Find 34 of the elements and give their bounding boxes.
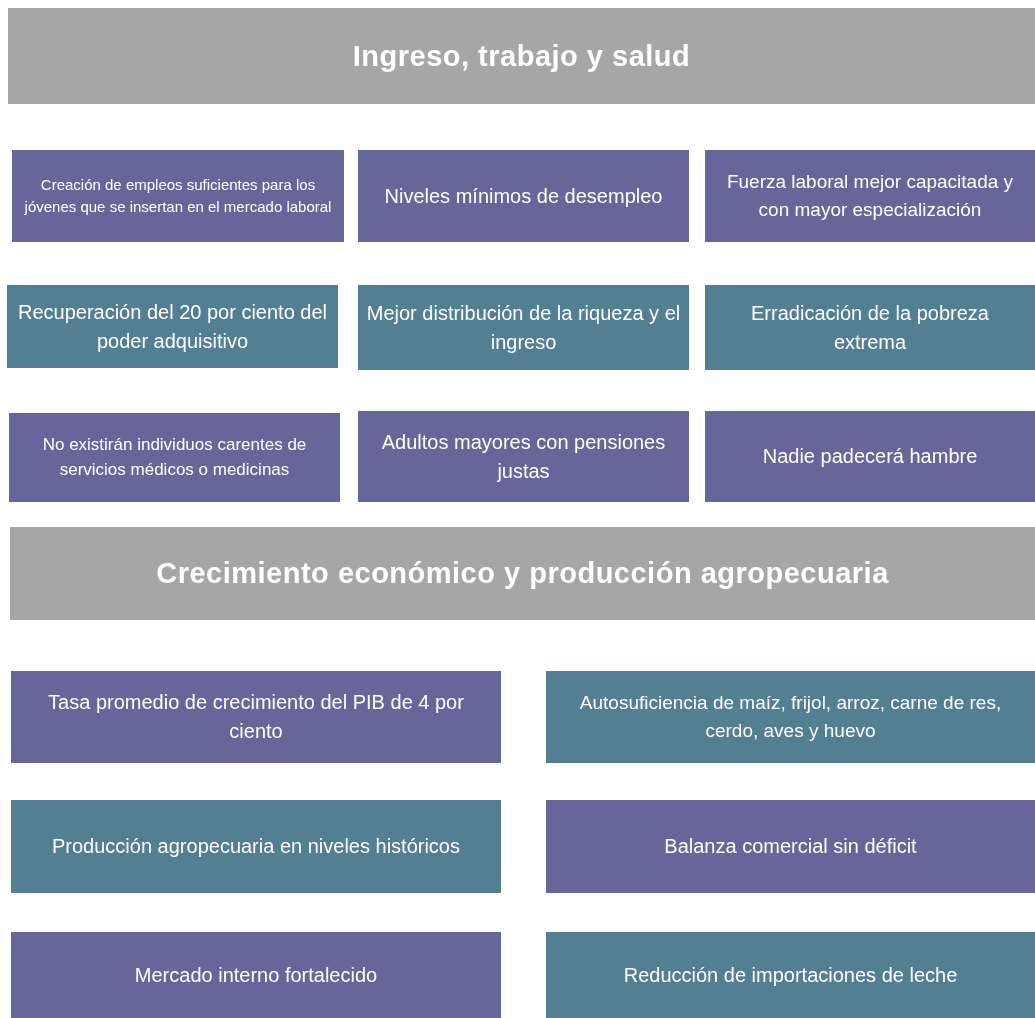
goal-box <box>12 150 344 242</box>
goal-box <box>358 411 689 502</box>
goal-text: Creación de empleos suficientes para los jóvenes que se insertan en el mercado laboral <box>23 175 333 217</box>
goal-text: Reducción de importaciones de leche <box>623 962 958 988</box>
goal-text: Mejor distribución de la riqueza y el ingreso <box>366 300 681 355</box>
goal-box <box>9 413 340 502</box>
section-banner <box>10 527 1035 620</box>
goal-text: Mercado interno fortalecido <box>134 962 378 988</box>
goal-box <box>11 932 501 1018</box>
goal-text: Niveles mínimos de desempleo <box>384 183 663 209</box>
goal-box <box>11 800 501 893</box>
goal-text: Erradicación de la pobreza extrema <box>750 300 990 355</box>
section-heading: Crecimiento económico y producción agropecuaria <box>156 556 889 592</box>
goal-box <box>7 285 338 368</box>
goal-box <box>546 671 1035 763</box>
goal-text: Producción agropecuaria en niveles históricos <box>52 834 460 859</box>
goal-text: Adultos mayores con pensiones justas <box>380 429 667 484</box>
goal-text: Nadie padecerá hambre <box>762 444 978 469</box>
goal-text: Recuperación del 20 por ciento del poder adquisitivo <box>16 299 329 354</box>
goal-text: Fuerza laboral mejor capacitada y con mayor especialización <box>725 170 1015 222</box>
goal-box <box>358 150 689 242</box>
goal-text: Autosuficiencia de maíz, frijol, arroz, carne de res, cerdo, aves y huevo <box>578 691 1003 743</box>
goal-box <box>546 932 1035 1018</box>
goal-box <box>705 411 1035 502</box>
section-banner <box>8 8 1035 104</box>
goal-box <box>546 800 1035 893</box>
goal-box <box>705 285 1035 370</box>
goal-text: Tasa promedio de crecimiento del PIB de 4 por ciento <box>47 690 465 744</box>
goal-box <box>705 150 1035 242</box>
goal-text: Balanza comercial sin déficit <box>664 834 917 859</box>
goal-box <box>11 671 501 763</box>
goal-box <box>358 285 689 370</box>
goal-text: No existirán individuos carentes de servicios médicos o medicinas <box>41 433 308 481</box>
section-heading: Ingreso, trabajo y salud <box>352 38 691 74</box>
